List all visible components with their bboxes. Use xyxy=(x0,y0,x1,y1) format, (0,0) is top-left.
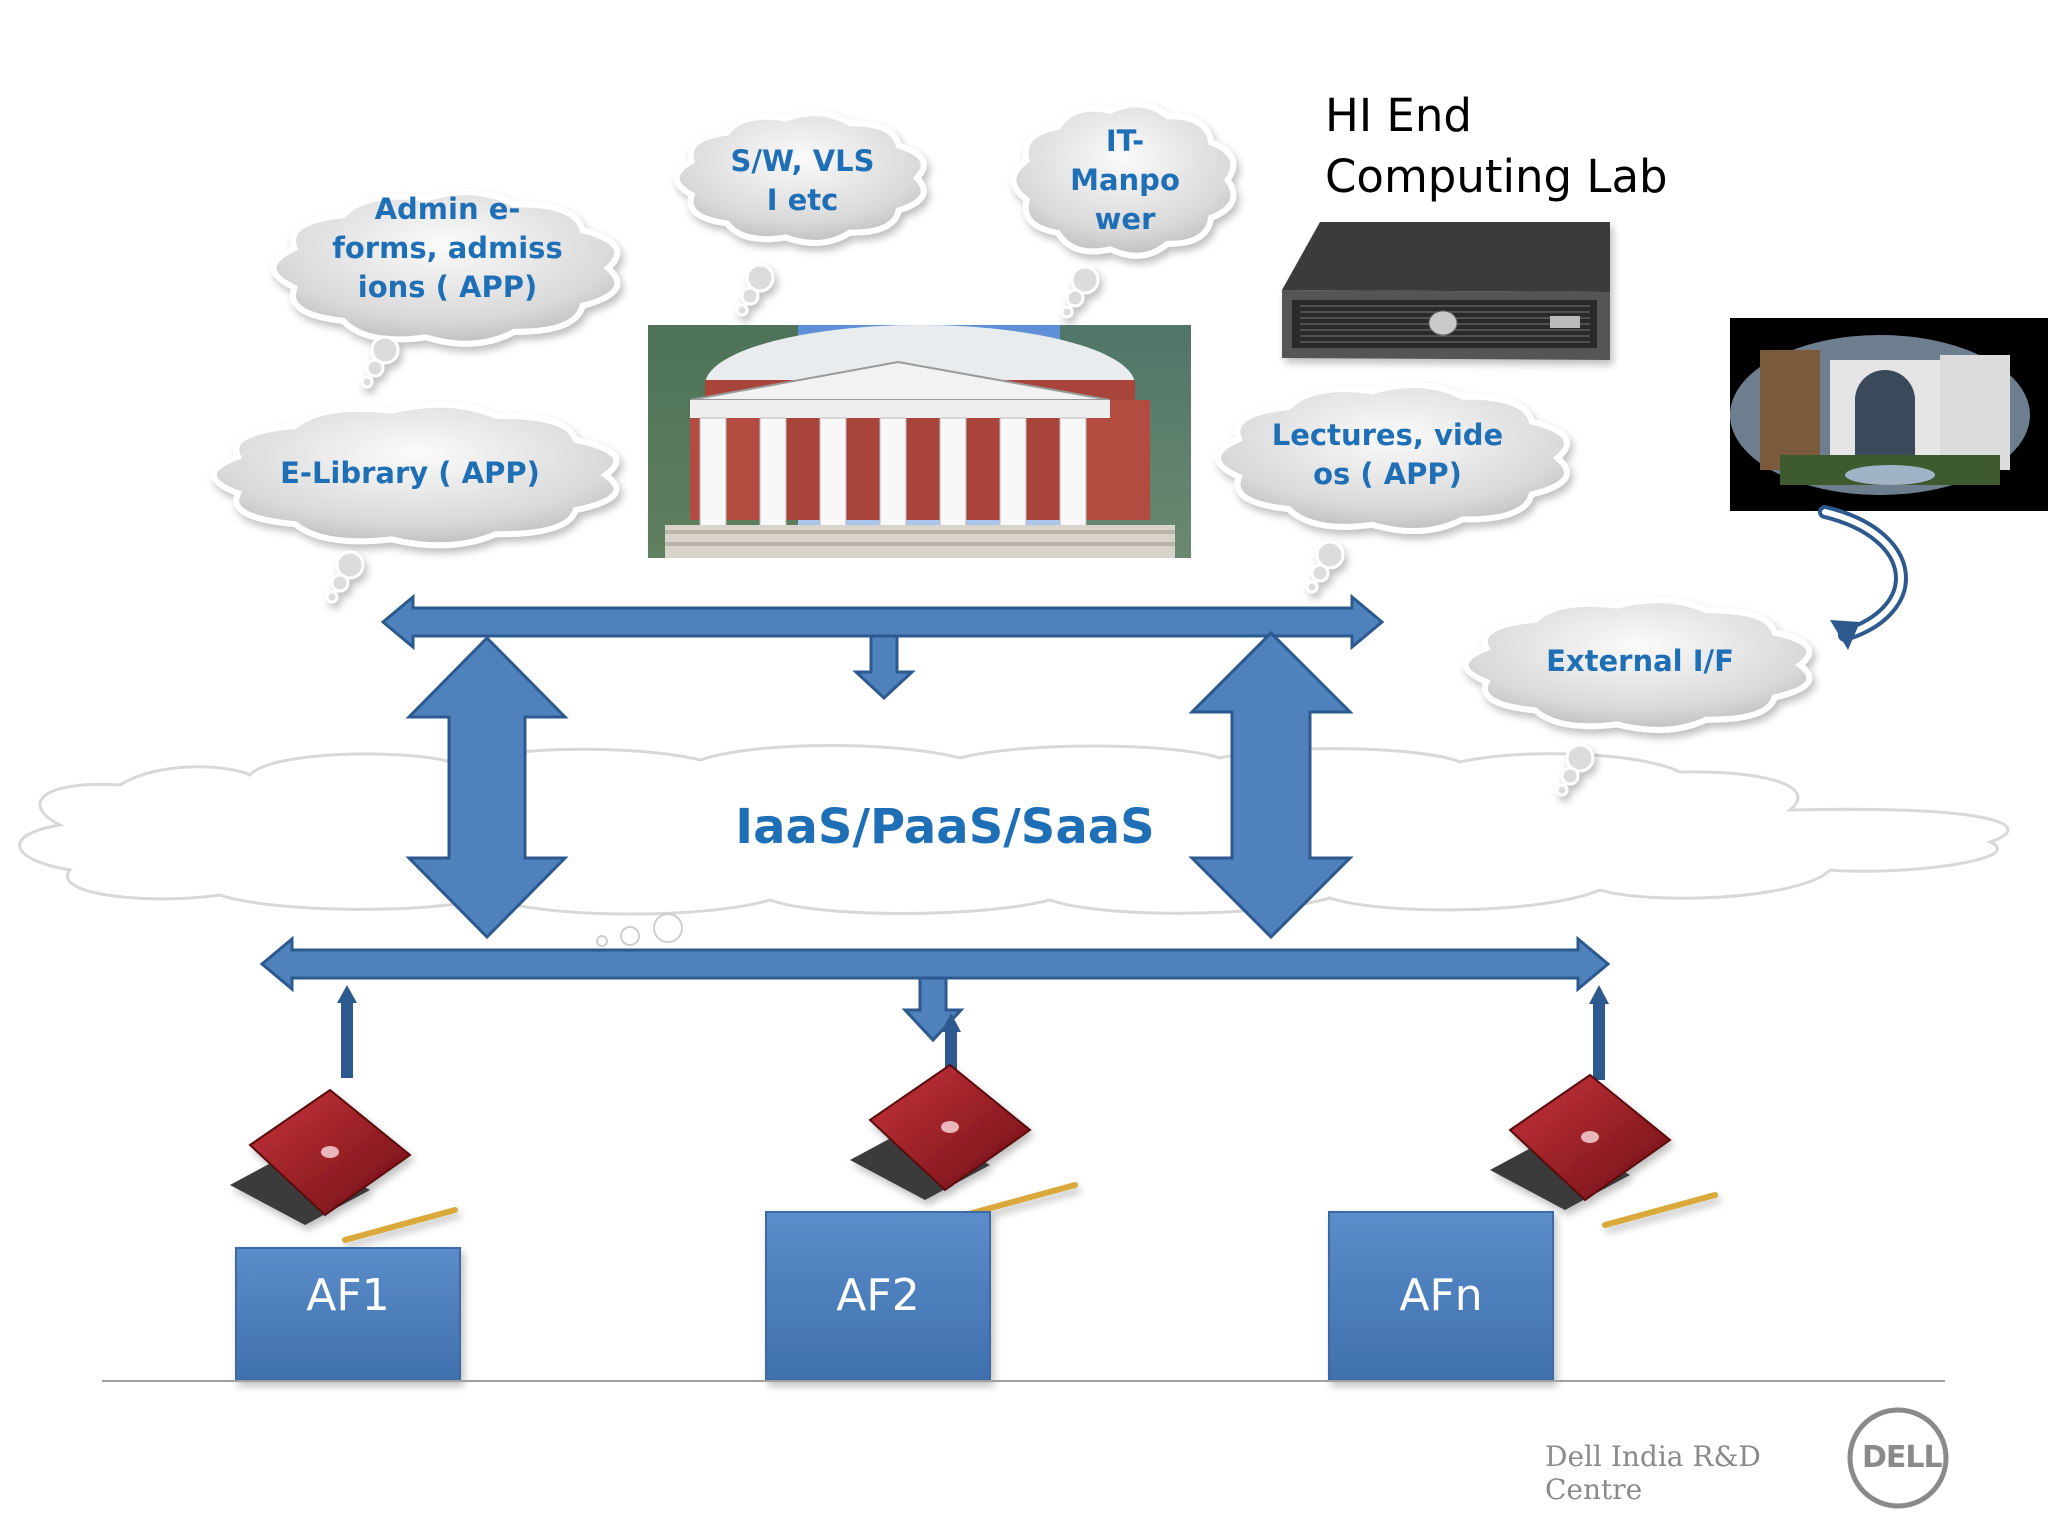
cloud-lectures xyxy=(1215,382,1570,594)
afn-label: AFn xyxy=(1399,1270,1483,1321)
pencil-icon xyxy=(962,1182,1078,1218)
cloud-admin xyxy=(270,189,621,389)
hi-end-computing-lab-title: HI End Computing Lab xyxy=(1325,89,1668,203)
cloud-elibrary xyxy=(210,401,620,604)
laptop-afn-icon xyxy=(1490,1073,1718,1228)
af1-box xyxy=(235,1247,461,1381)
laptop-af1-icon xyxy=(230,1088,458,1243)
footer-text: Dell India R&D Centre xyxy=(1545,1440,1761,1506)
cloud-lectures-label: Lectures, vide os ( APP) xyxy=(1271,418,1504,492)
campus-photo xyxy=(1730,318,2048,511)
cloud-sw xyxy=(673,110,927,317)
up-arrow-afn xyxy=(1589,985,1609,1080)
building-image xyxy=(648,325,1191,558)
top-bus-arrow xyxy=(380,593,1385,651)
af2-label: AF2 xyxy=(836,1270,920,1321)
right-vertical-arrow xyxy=(1188,630,1354,940)
af2-box xyxy=(765,1211,991,1381)
dell-logo-icon xyxy=(1847,1407,1949,1509)
pencil-icon xyxy=(1602,1192,1718,1228)
cloud-elibrary-label: E-Library ( APP) xyxy=(280,456,540,490)
dell-logo-text: DELL xyxy=(1862,1440,1943,1475)
cloud-admin-label: Admin e- forms, admiss ions ( APP) xyxy=(332,192,563,305)
central-cloud-label: IaaS/PaaS/SaaS xyxy=(735,799,1155,855)
laptop-af2-icon xyxy=(850,1063,1078,1218)
up-arrow-af1 xyxy=(337,985,357,1078)
afn-box xyxy=(1328,1211,1554,1381)
server-image xyxy=(1282,222,1610,360)
bottom-bus-arrow xyxy=(259,935,1611,993)
af-boxes xyxy=(235,1211,1554,1381)
cloud-it-label: IT- Manpo wer xyxy=(1070,124,1180,237)
top-bus-drop-arrow xyxy=(852,634,916,701)
pencil-icon xyxy=(342,1207,458,1243)
cloud-it xyxy=(1010,101,1237,319)
cloud-external xyxy=(1462,597,1813,797)
left-vertical-arrow xyxy=(405,635,569,940)
af1-label: AF1 xyxy=(306,1270,390,1321)
laptops xyxy=(230,1063,1718,1243)
cloud-sw-label: S/W, VLS I etc xyxy=(730,144,875,218)
cloud-external-label: External I/F xyxy=(1546,644,1734,678)
external-link-arrow xyxy=(1818,505,1908,642)
thought-clouds xyxy=(210,101,1813,797)
